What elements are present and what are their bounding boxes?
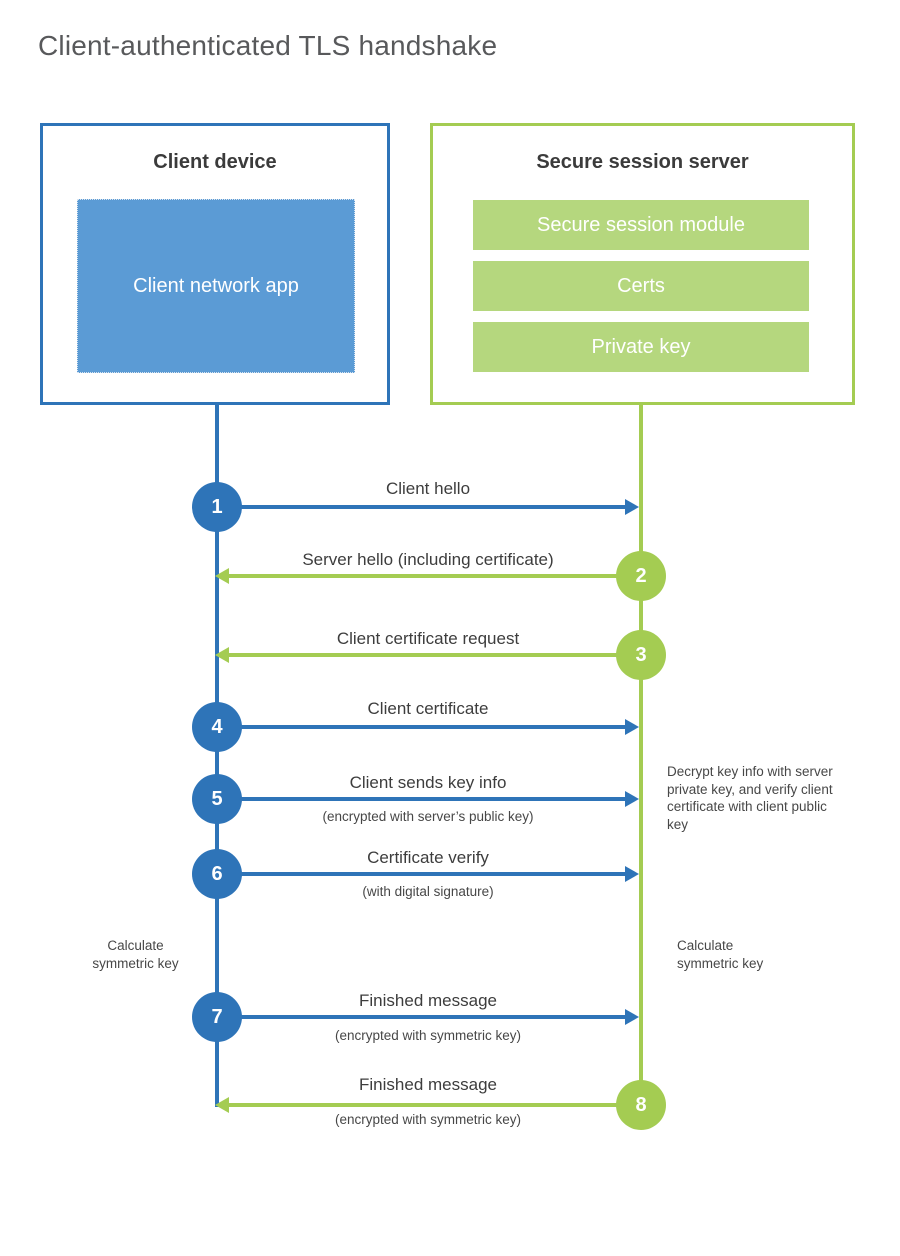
arrow-right-icon [625, 499, 639, 515]
arrow-right-icon [625, 791, 639, 807]
step-2-badge: 2 [616, 551, 666, 601]
arrow-left-icon [215, 568, 229, 584]
step-5-badge: 5 [192, 774, 242, 824]
server-lifeline [639, 404, 643, 1105]
client-lifeline [215, 404, 219, 1107]
step-7-label: Finished message [359, 991, 497, 1010]
step-1-badge: 1 [192, 482, 242, 532]
server-module-label: Secure session module [537, 213, 745, 236]
arrow-right-icon [625, 719, 639, 735]
server-calculate-symmetric-key-note: Calculate symmetric key [677, 938, 764, 971]
arrow-right-icon [625, 1009, 639, 1025]
step-7-sublabel: (encrypted with symmetric key) [334, 1028, 522, 1043]
step-8-badge: 8 [616, 1080, 666, 1130]
client-device-title: Client device [153, 151, 277, 173]
client-network-app-label: Client network app [133, 275, 299, 297]
arrow-shaft [229, 574, 620, 578]
server-module-certs: Certs [473, 261, 809, 311]
step-5-sublabel: (encrypted with server’s public key) [322, 809, 534, 824]
arrow-right-icon [625, 866, 639, 882]
step-3-badge: 3 [616, 630, 666, 680]
arrow-shaft [238, 872, 625, 876]
arrow-shaft [238, 797, 625, 801]
step-6-sublabel: (with digital signature) [362, 884, 494, 899]
arrow-shaft [238, 1015, 625, 1019]
step-6-label: Certificate verify [367, 848, 489, 867]
arrow-left-icon [215, 1097, 229, 1113]
arrow-shaft [229, 1103, 620, 1107]
step-8-sublabel: (encrypted with symmetric key) [334, 1112, 522, 1127]
client-network-app-box: Client network app [77, 199, 355, 373]
step-4-badge: 4 [192, 702, 242, 752]
arrow-shaft [229, 653, 620, 657]
step-2-label: Server hello (including certificate) [302, 550, 554, 569]
server-module-private-key: Private key [473, 322, 809, 372]
page-title: Client-authenticated TLS handshake [38, 30, 498, 61]
step-6-badge: 6 [192, 849, 242, 899]
server-module-label: Certs [617, 274, 665, 297]
step-3-label: Client certificate request [336, 629, 520, 648]
step-4-label: Client certificate [367, 699, 489, 718]
server-decrypt-note: Decrypt key info with server private key… [667, 764, 833, 832]
client-calculate-symmetric-key-note: Calculate symmetric key [92, 938, 179, 971]
arrow-shaft [238, 505, 625, 509]
arrow-left-icon [215, 647, 229, 663]
server-module-secure-session-module: Secure session module [473, 200, 809, 250]
step-5-label: Client sends key info [349, 773, 507, 792]
step-7-badge: 7 [192, 992, 242, 1042]
step-1-label: Client hello [385, 479, 471, 498]
server-module-label: Private key [591, 335, 691, 358]
arrow-shaft [238, 725, 625, 729]
secure-session-server-title: Secure session server [536, 151, 749, 173]
step-8-label: Finished message [359, 1075, 497, 1094]
